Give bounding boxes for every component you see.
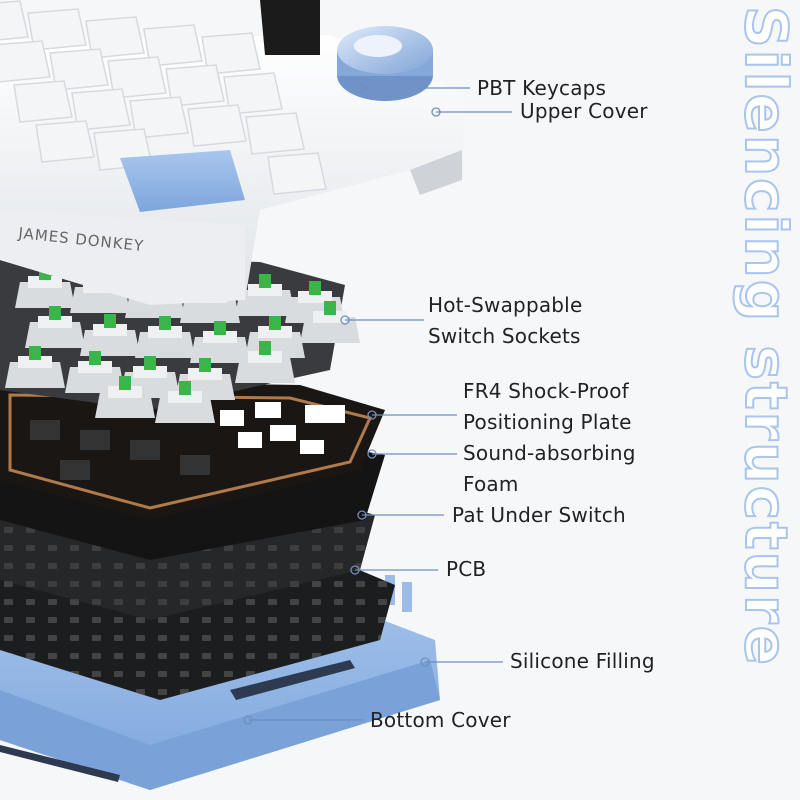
label-upper-cover: Upper Cover <box>520 96 648 127</box>
label-sound-absorbing-foam: Sound-absorbing Foam <box>463 438 636 500</box>
label-pcb: PCB <box>446 554 486 585</box>
switch <box>25 306 85 348</box>
label-pat-under-switch: Pat Under Switch <box>452 500 626 531</box>
keycap <box>245 112 305 155</box>
leader-dot-pat <box>357 510 367 520</box>
label-line: Pat Under Switch <box>452 503 626 527</box>
keycap <box>0 40 51 83</box>
switch <box>135 316 195 358</box>
keycap <box>187 104 247 147</box>
keycap <box>85 16 145 59</box>
label-line: Switch Sockets <box>428 324 581 348</box>
leader-dot-upper-cover <box>431 107 441 117</box>
switch <box>235 341 295 383</box>
keycap <box>201 32 261 75</box>
label-line: PBT Keycaps <box>477 76 607 100</box>
label-line: PCB <box>446 557 487 581</box>
leader-dot-bottom-cover <box>243 715 253 725</box>
label-line: FR4 Shock-Proof <box>463 379 629 403</box>
leader-dot-fr4-plate <box>367 410 377 420</box>
label-fr4-shock-proof-positioning-plate: FR4 Shock-Proof Positioning Plate <box>463 376 632 438</box>
label-line: Hot-Swappable <box>428 293 583 317</box>
label-pbt-keycaps: PBT Keycaps <box>477 73 606 104</box>
label-silicone-filling: Silicone Filling <box>510 646 655 677</box>
side-title-text: Silencing structure <box>731 5 800 668</box>
leader-dot-silicone <box>420 657 430 667</box>
keycap <box>35 120 95 163</box>
label-bottom-cover: Bottom Cover <box>370 705 511 736</box>
rotary-knob <box>337 26 433 101</box>
switch <box>80 314 140 356</box>
switch <box>5 346 65 388</box>
leader-dot-pcb <box>350 565 360 575</box>
keycap <box>27 8 87 51</box>
keycap <box>0 0 29 41</box>
switch <box>155 381 215 423</box>
keycap <box>129 96 189 139</box>
switch <box>190 321 250 363</box>
switch <box>95 376 155 418</box>
keycap <box>49 48 109 91</box>
label-line: Upper Cover <box>520 99 648 123</box>
leader-dot-sockets <box>340 315 350 325</box>
label-line: Positioning Plate <box>463 410 632 434</box>
label-line: Silicone Filling <box>510 649 655 673</box>
keycap <box>165 64 225 107</box>
label-hot-swappable-switch-sockets: Hot-Swappable Switch Sockets <box>428 290 582 352</box>
leader-dot-foam <box>367 449 377 459</box>
keycap <box>13 80 73 123</box>
label-line: Bottom Cover <box>370 708 511 732</box>
leader-lines <box>243 83 512 725</box>
keycap <box>267 152 327 195</box>
switch <box>15 266 75 308</box>
label-line: Foam <box>463 472 519 496</box>
leader-dot-pbt-keycaps <box>357 83 367 93</box>
keycap <box>143 24 203 67</box>
keycap <box>71 88 131 131</box>
switch <box>235 274 295 316</box>
keycaps-shape <box>0 0 327 212</box>
keycap <box>107 56 167 99</box>
label-line: Sound-absorbing <box>463 441 636 465</box>
keycap <box>223 72 283 115</box>
